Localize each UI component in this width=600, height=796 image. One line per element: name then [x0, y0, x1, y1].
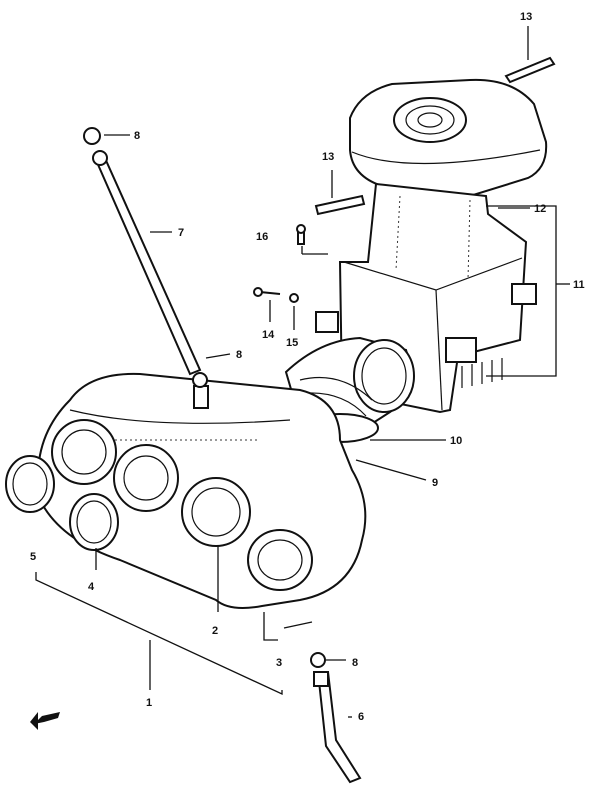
callout-7: 7: [178, 227, 184, 239]
callout-10: 10: [450, 435, 462, 447]
callout-6: 6: [358, 711, 364, 723]
callout-16: 16: [256, 231, 268, 243]
drain-hose: [310, 652, 362, 784]
callout-8-top: 8: [134, 130, 140, 142]
callout-13-top: 13: [520, 11, 532, 23]
bolt: [259, 291, 281, 295]
intake-chamber: [37, 372, 367, 609]
intake-duct: [284, 336, 415, 443]
mounting-grommet: [445, 337, 477, 363]
front-direction-arrow-icon: [30, 712, 60, 730]
filter-seal-strip: [314, 194, 366, 216]
callout-8-bottom: 8: [352, 657, 358, 669]
callout-5: 5: [30, 551, 36, 563]
callout-15: 15: [286, 337, 298, 349]
callout-2: 2: [212, 625, 218, 637]
callout-1: 1: [146, 697, 152, 709]
hose-clip: [83, 127, 101, 145]
callout-labels: 1 2 3 4 5 6 7 8 8 8 9 10 11 12 13 13 14 …: [30, 11, 585, 723]
callout-9: 9: [432, 477, 438, 489]
callout-4: 4: [88, 581, 95, 593]
callout-12: 12: [534, 203, 546, 215]
leader-lines: [35, 26, 570, 718]
mounting-grommet: [315, 311, 339, 333]
hose-clip: [310, 652, 326, 668]
callout-3: 3: [276, 657, 282, 669]
callout-8-mid: 8: [236, 349, 242, 361]
mounting-grommet: [511, 283, 537, 305]
callout-14: 14: [262, 329, 275, 341]
filter-seal-strip: [504, 56, 556, 84]
callout-11: 11: [573, 279, 585, 291]
washer: [289, 293, 299, 303]
callout-13-mid: 13: [322, 151, 334, 163]
breather-tube: [83, 127, 202, 376]
